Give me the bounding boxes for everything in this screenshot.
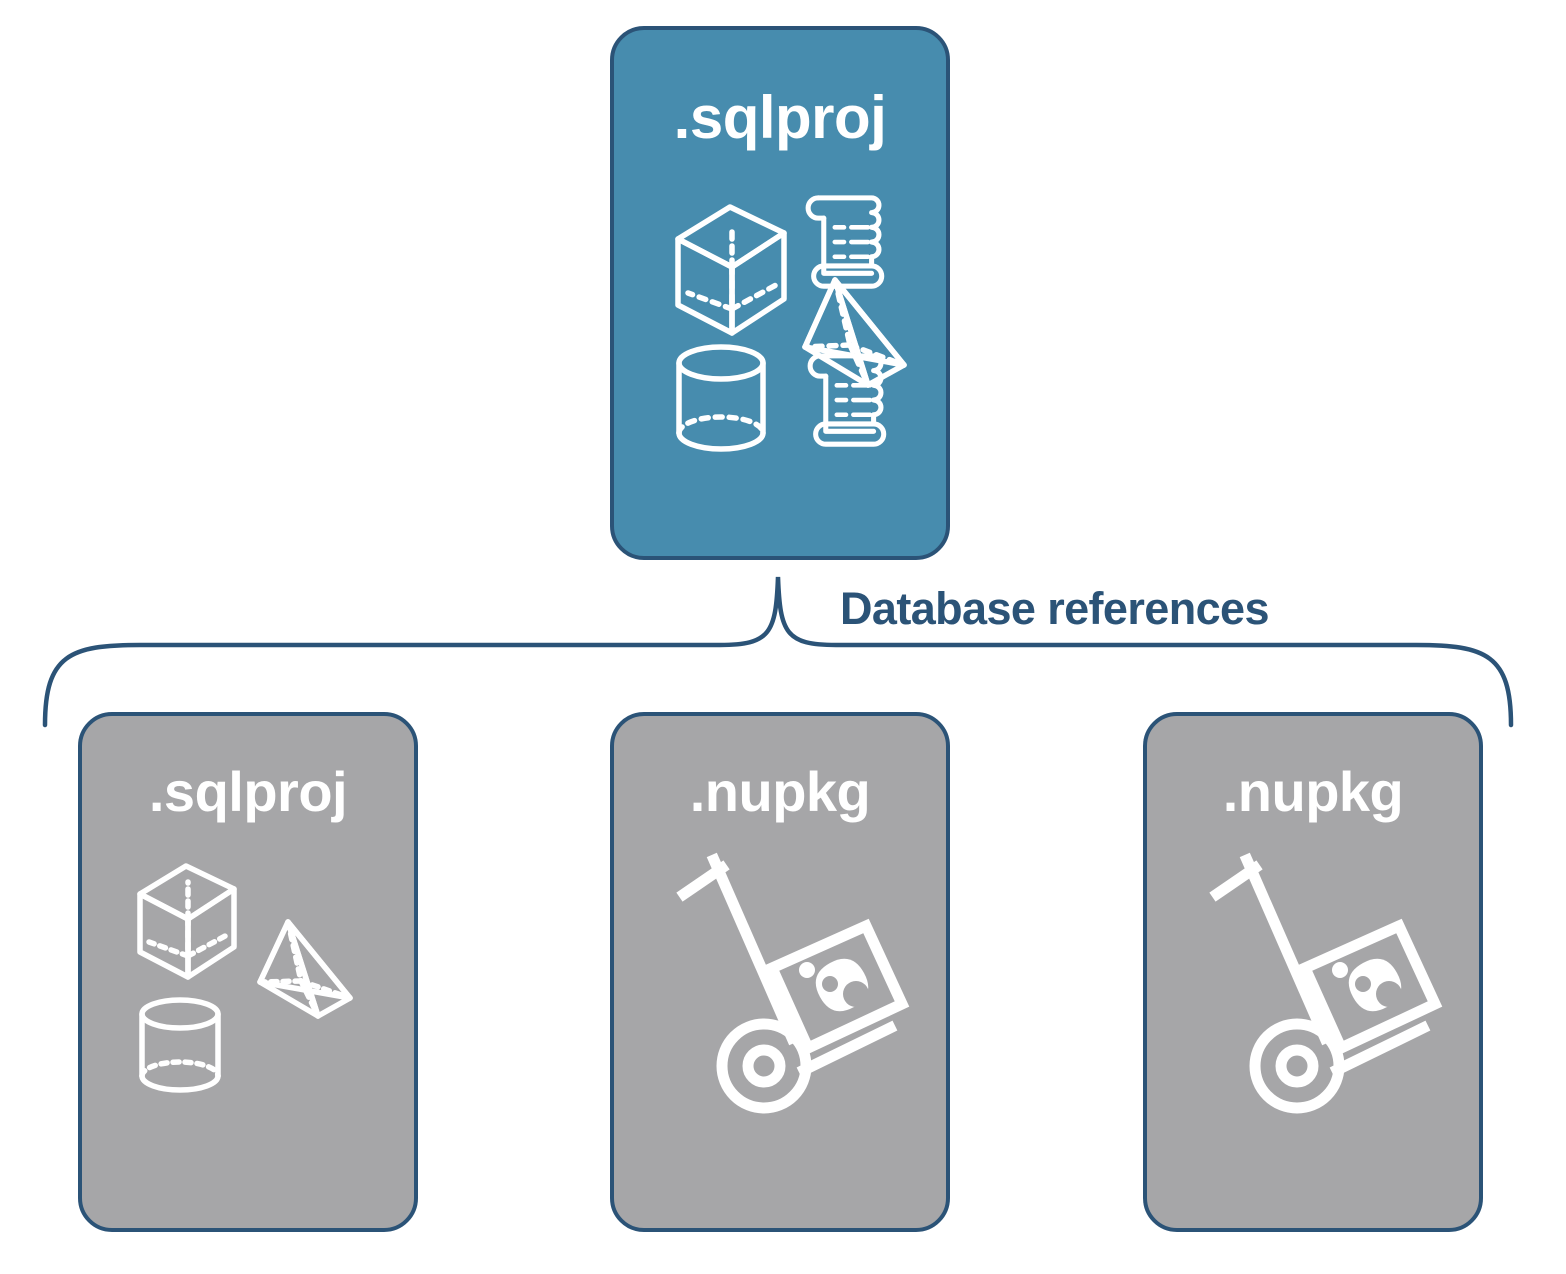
node-child-nupkg-1[interactable]: .nupkg [610,712,950,1232]
brace-label: Database references [840,583,1269,634]
scroll-icon [807,353,887,447]
root-icon-cluster [672,185,908,455]
node-child-nupkg-2[interactable]: .nupkg [1143,712,1483,1232]
hand-truck-package-icon [676,852,910,1114]
child-nupkg-2-icon [1177,848,1467,1123]
cube-icon [137,863,237,980]
pyramid-icon [802,277,907,388]
node-child-nupkg-2-label: .nupkg [1222,760,1404,823]
hand-truck-package-icon [1209,852,1443,1114]
pyramid-icon [257,919,353,1019]
node-child-sqlproj-label: .sqlproj [148,760,348,823]
cube-icon [675,204,787,336]
child-nupkg-1-icon [644,848,934,1123]
cylinder-icon [676,344,766,452]
node-root-sqlproj[interactable]: .sqlproj [610,26,950,560]
scroll-icon [805,195,885,289]
child-sqlproj-icon-cluster [134,863,374,1094]
node-root-label: .sqlproj [673,84,887,151]
node-child-sqlproj[interactable]: .sqlproj [78,712,418,1232]
node-child-nupkg-1-label: .nupkg [689,760,871,823]
cylinder-icon [139,997,221,1093]
